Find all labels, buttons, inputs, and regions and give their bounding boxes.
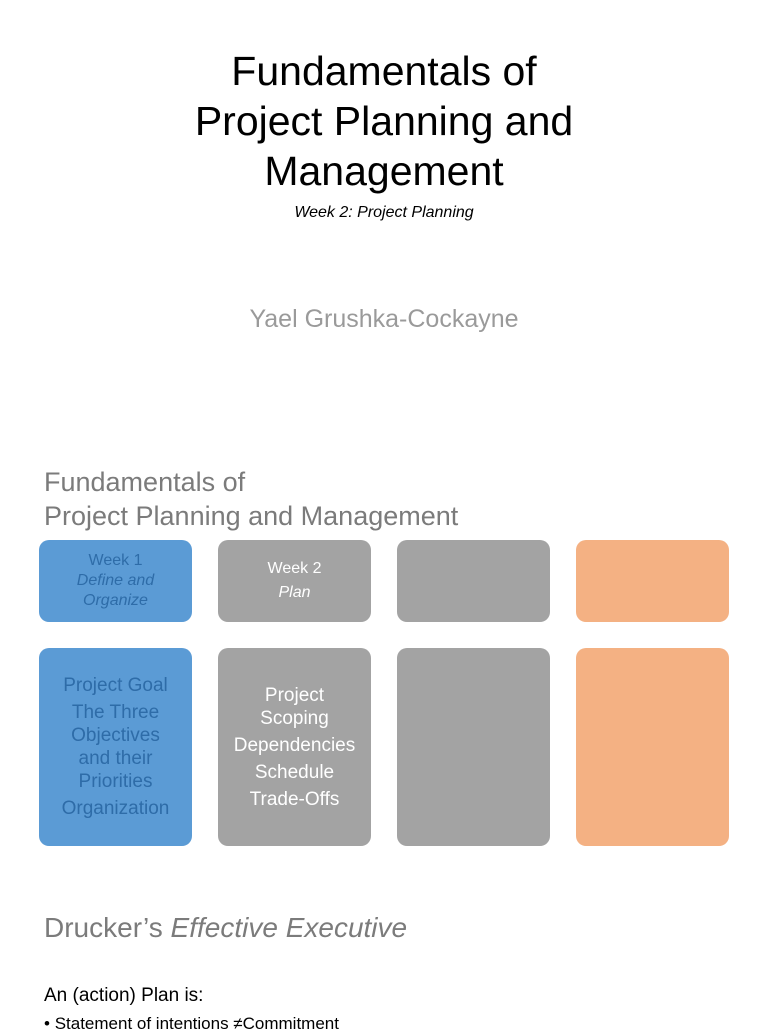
week-4-box — [576, 540, 729, 622]
topic-item: Organization — [61, 798, 170, 819]
week-2-topics: Project Scoping Dependencies Schedule Tr… — [218, 648, 371, 846]
week-2-box: Week 2 Plan — [218, 540, 371, 622]
course-overview-heading: Fundamentals of Project Planning and Man… — [44, 465, 458, 533]
action-plan-label: An (action) Plan is: — [44, 985, 204, 1006]
topic-item: Trade-Offs — [249, 788, 340, 810]
title-line-1: Fundamentals of — [231, 48, 537, 94]
author-name: Yael Grushka-Cockayne — [249, 305, 519, 333]
course-heading-line-1: Fundamentals of — [44, 467, 246, 497]
drucker-heading: Drucker’s Effective Executive — [44, 912, 407, 944]
bullet-item: • Statement of intentions ≠Commitment — [44, 1014, 339, 1033]
drucker-heading-italic: Effective Executive — [170, 912, 408, 943]
course-heading-line-2: Project Planning and Management — [44, 501, 459, 531]
week-1-topics: Project Goal The Three Objectives and th… — [39, 648, 192, 846]
title-line-2: Project Planning and — [194, 98, 574, 144]
page-title: Fundamentals of Project Planning and Man… — [0, 46, 768, 196]
topic-item: Schedule — [254, 761, 335, 783]
week-2-subtitle: Plan — [278, 584, 311, 601]
week-1-box: Week 1 Define and Organize — [39, 540, 192, 622]
topic-item: Project Scoping — [260, 684, 329, 729]
drucker-heading-prefix: Drucker’s — [44, 912, 171, 943]
title-line-3: Management — [264, 148, 504, 194]
week-3-topics — [397, 648, 550, 846]
week-2-label: Week 2 — [267, 560, 322, 577]
topic-item: Project Goal — [63, 675, 168, 696]
week-1-label: Week 1 — [88, 552, 143, 569]
week-3-box — [397, 540, 550, 622]
week-4-topics — [576, 648, 729, 846]
topic-item: The Three Objectives and their Prioritie… — [71, 702, 160, 792]
subtitle: Week 2: Project Planning — [294, 204, 474, 221]
topic-item: Dependencies — [233, 734, 356, 756]
week-1-subtitle: Define and Organize — [76, 572, 155, 609]
